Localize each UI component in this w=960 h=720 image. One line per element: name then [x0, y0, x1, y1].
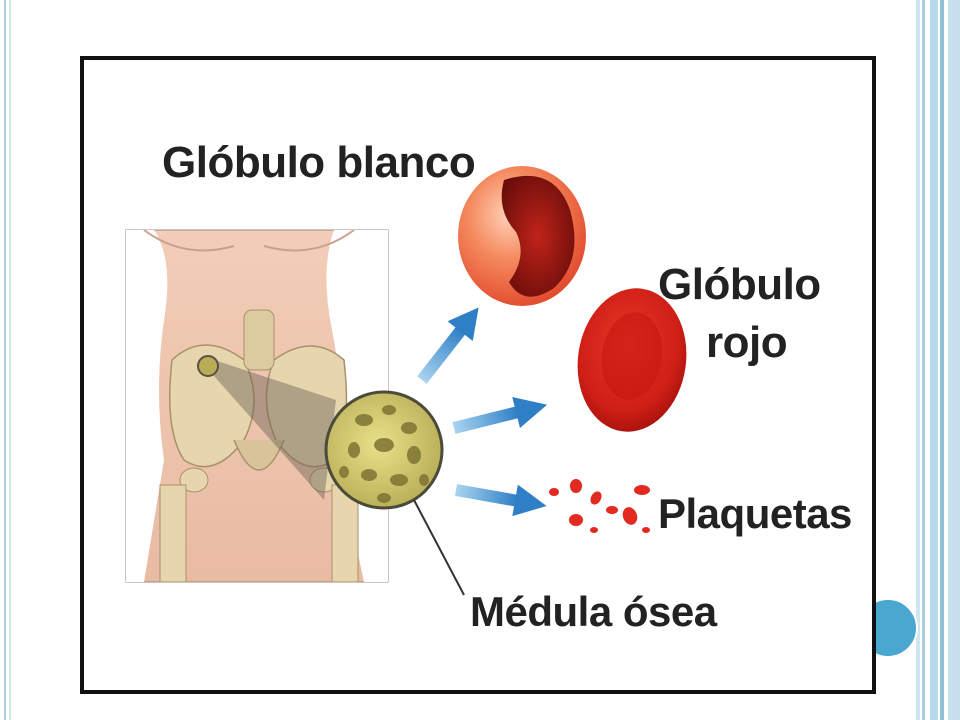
bone-marrow-magnified: [324, 390, 444, 510]
red-cell-label-line2: rojo: [706, 318, 788, 367]
pelvis-illustration: [125, 229, 389, 583]
red-cell-label-line1: Glóbulo: [658, 260, 821, 309]
illustration-frame: Glóbulo blanco Glóbulo rojo Plaquetas Mé…: [80, 56, 876, 694]
slide-left-border: [0, 0, 12, 720]
platelets: [549, 479, 650, 533]
red-blood-cell: [577, 288, 687, 432]
white-blood-cell: [458, 166, 586, 306]
arrow-to-platelets: [454, 484, 547, 517]
arrow-to-red-cell: [452, 396, 548, 434]
arrow-to-white-cell: [417, 307, 479, 384]
platelets-label: Plaquetas: [658, 490, 852, 537]
slide-right-border: [916, 0, 960, 720]
marrow-pointer-line: [413, 499, 465, 596]
marrow-label: Médula ósea: [470, 588, 717, 635]
white-cell-label: Glóbulo blanco: [162, 138, 476, 187]
illustration-svg: [125, 166, 687, 596]
